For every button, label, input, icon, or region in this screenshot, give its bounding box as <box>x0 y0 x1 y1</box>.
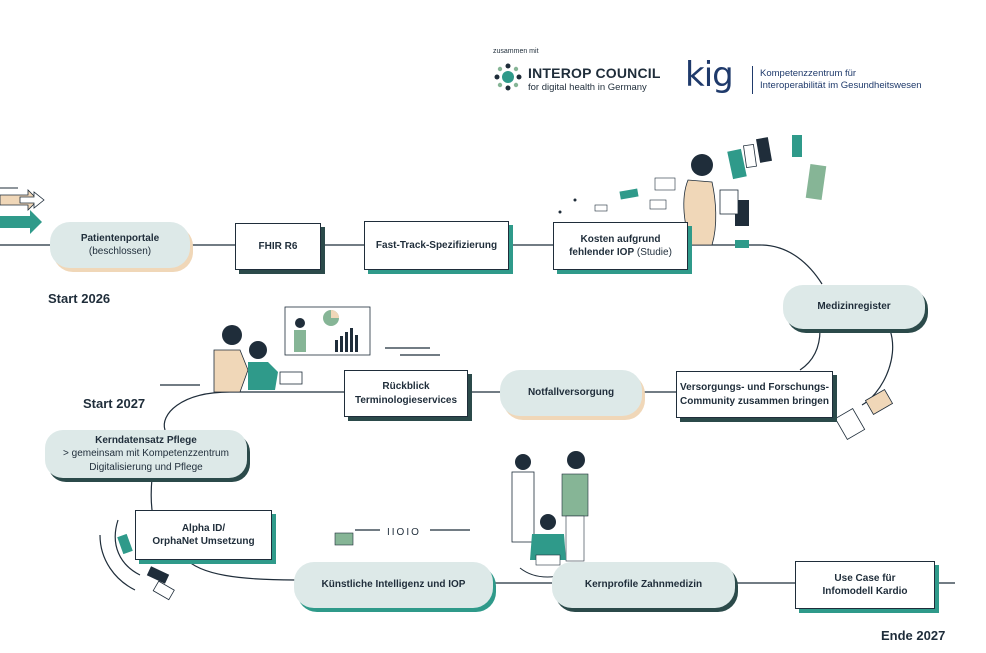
binary-decoration: IIOIO <box>387 527 421 538</box>
group-of-people-illustration <box>511 451 589 578</box>
person-with-cards-illustration <box>558 135 827 248</box>
node-note: (beschlossen) <box>88 246 152 257</box>
node-notfall: Notfallversorgung <box>500 370 642 416</box>
node-versorgung: Versorgungs- und Forschungs- Community z… <box>676 371 833 418</box>
node-title: Alpha ID/ <box>181 522 226 534</box>
node-medizinregister: Medizinregister <box>783 285 925 329</box>
end-2027-label: Ende 2027 <box>881 628 946 643</box>
kig-line-2: Interoperabilität im Gesundheitswesen <box>760 79 922 91</box>
node-title: Notfallversorgung <box>527 387 615 399</box>
node-title: Kernprofile Zahnmedizin <box>584 579 703 591</box>
node-alpha: Alpha ID/ OrphaNet Umsetzung <box>135 510 272 560</box>
interop-council-title: INTEROP COUNCIL <box>528 65 661 81</box>
node-title: Kerndatensatz Pflege <box>95 434 197 446</box>
node-title: Kosten aufgrund <box>580 233 661 245</box>
node-title-2: Infomodell Kardio <box>822 586 908 597</box>
falling-cards-illustration <box>834 389 894 440</box>
node-rueckblick: Rückblick Terminologieservices <box>344 370 468 417</box>
node-kosten: Kosten aufgrund fehlender IOP (Studie) <box>553 222 688 270</box>
interop-council-subtitle: for digital health in Germany <box>528 82 647 93</box>
node-title: Versorgungs- und Forschungs- <box>680 382 829 393</box>
together-with-label: zusammen mit <box>493 48 539 55</box>
node-title: Medizinregister <box>817 301 891 313</box>
start-arrows-icon <box>0 187 45 234</box>
node-title-2: Community zusammen bringen <box>680 395 829 407</box>
node-fhir: FHIR R6 <box>235 223 321 270</box>
start-2027-label: Start 2027 <box>83 396 146 411</box>
node-title: Patientenportale <box>80 232 160 244</box>
node-usecase: Use Case für Infomodell Kardio <box>795 561 935 609</box>
node-kerndatensatz: Kerndatensatz Pflege > gemeinsam mit Kom… <box>45 430 247 478</box>
node-fasttrack: Fast-Track-Spezifizierung <box>364 221 509 270</box>
node-title: FHIR R6 <box>258 240 298 252</box>
node-line-2: > gemeinsam mit Kompetenzzentrum <box>63 448 229 460</box>
kig-line-1: Kompetenzzentrum für <box>760 68 857 79</box>
interop-council-logo-icon <box>493 62 523 92</box>
node-title-2: fehlender IOP <box>569 247 635 258</box>
node-title-2: Terminologieservices <box>354 394 458 406</box>
start-2026-label: Start 2026 <box>48 291 111 306</box>
node-patientenportale: Patientenportale (beschlossen) <box>50 222 190 268</box>
node-title-2: OrphaNet Umsetzung <box>152 536 255 547</box>
node-title: Use Case für <box>834 572 896 584</box>
bottom-left-cards-illustration <box>117 533 175 601</box>
node-title-2-row: fehlender IOP (Studie) <box>569 246 672 260</box>
node-title: Rückblick <box>382 381 430 392</box>
node-line-3: Digitalisierung und Pflege <box>89 461 203 473</box>
node-ki: Künstliche Intelligenz und IOP <box>294 562 493 608</box>
node-note: (Studie) <box>636 247 672 258</box>
node-title: Künstliche Intelligenz und IOP <box>321 579 466 591</box>
kig-logo: kig <box>685 55 734 95</box>
kig-divider <box>752 66 753 94</box>
kig-text: Kompetenzzentrum für Interoperabilität i… <box>760 68 922 92</box>
node-kernprofile: Kernprofile Zahnmedizin <box>552 562 735 608</box>
node-title: Fast-Track-Spezifizierung <box>375 239 498 251</box>
people-at-desk-illustration <box>213 306 371 393</box>
